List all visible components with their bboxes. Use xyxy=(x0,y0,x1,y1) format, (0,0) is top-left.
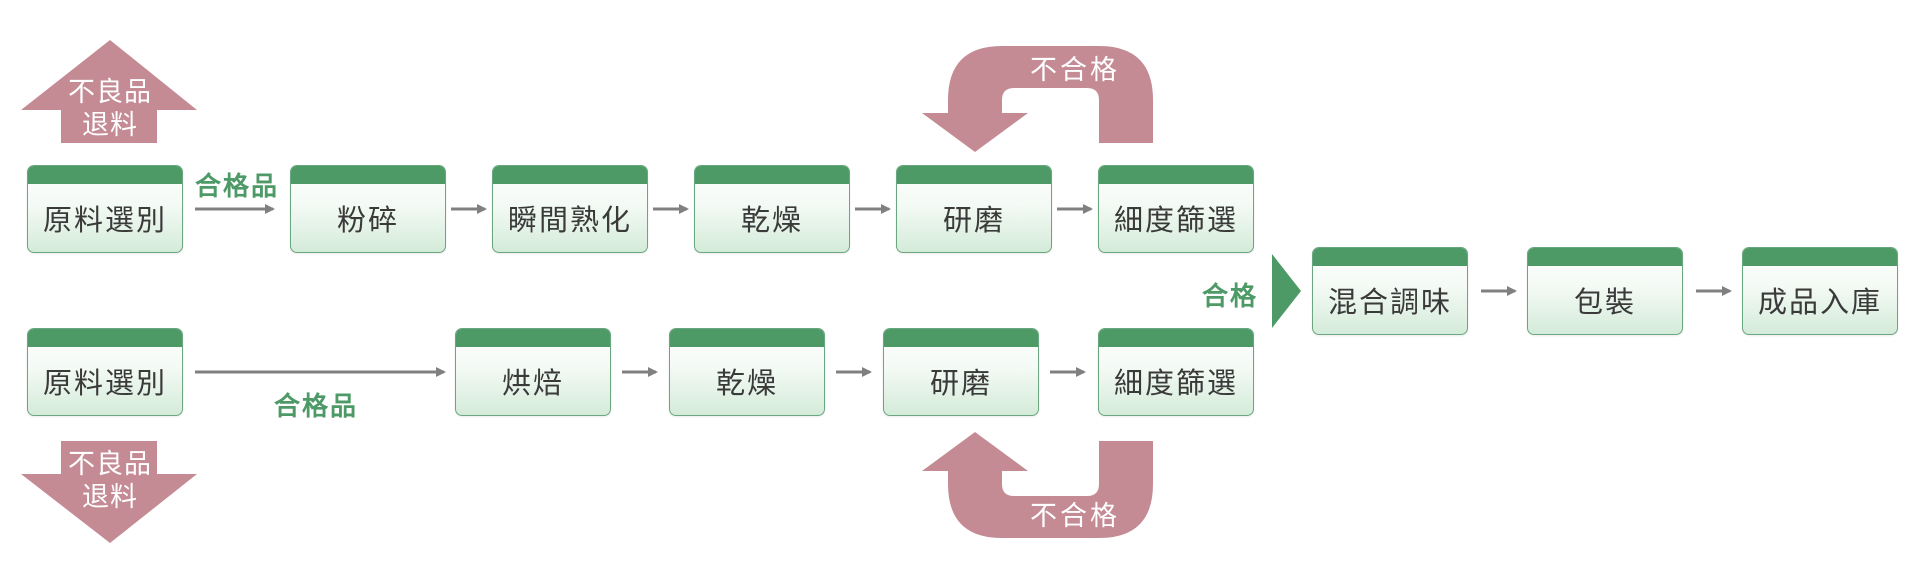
row1-step-5: 研磨 xyxy=(896,165,1052,253)
merge-step-1-label: 混合調味 xyxy=(1327,285,1452,319)
row1-step-6-label: 細度篩選 xyxy=(1113,203,1238,237)
row1-reject-line2: 退料 xyxy=(82,110,138,141)
row1-step-4: 乾燥 xyxy=(694,165,850,253)
reject-arrow-up xyxy=(21,40,197,143)
row1-step-3: 瞬間熟化 xyxy=(492,165,648,253)
merge-step-3-label: 成品入庫 xyxy=(1757,285,1882,319)
merge-pass-label: 合格 xyxy=(1202,282,1259,312)
row2-fail-label: 不合格 xyxy=(1030,501,1120,532)
merge-step-2-label: 包裝 xyxy=(1573,285,1636,319)
merge-step-1: 混合調味 xyxy=(1312,247,1468,335)
row1-step-1: 原料選別 xyxy=(27,165,183,253)
row1-reject-label: 不良品 退料 xyxy=(45,76,175,142)
row1-step-2-label: 粉碎 xyxy=(336,203,399,237)
row2-step-4: 研磨 xyxy=(883,328,1039,416)
row1-step-4-label: 乾燥 xyxy=(740,203,803,237)
row2-step-2: 烘焙 xyxy=(455,328,611,416)
row2-step-2-label: 烘焙 xyxy=(501,366,564,400)
row1-step-3-label: 瞬間熟化 xyxy=(507,203,632,237)
reject-arrow-down xyxy=(21,441,197,543)
merge-arrow xyxy=(1272,254,1301,328)
row2-step-1-label: 原料選別 xyxy=(42,366,167,400)
row2-step-3: 乾燥 xyxy=(669,328,825,416)
row2-reject-line1: 不良品 xyxy=(68,449,152,480)
merge-step-3: 成品入庫 xyxy=(1742,247,1898,335)
row1-step-2: 粉碎 xyxy=(290,165,446,253)
row2-reject-label: 不良品 退料 xyxy=(45,448,175,514)
fail-loop-bottom xyxy=(922,432,1153,538)
fail-loop-top xyxy=(922,46,1153,152)
row2-step-1: 原料選別 xyxy=(27,328,183,416)
merge-step-2: 包裝 xyxy=(1527,247,1683,335)
row1-step-1-label: 原料選別 xyxy=(42,203,167,237)
row2-step-5-label: 細度篩選 xyxy=(1113,366,1238,400)
row1-step-6: 細度篩選 xyxy=(1098,165,1254,253)
row2-reject-line2: 退料 xyxy=(82,482,138,513)
row2-step-3-label: 乾燥 xyxy=(715,366,778,400)
row2-pass-label: 合格品 xyxy=(274,392,359,422)
row2-step-4-label: 研磨 xyxy=(929,366,992,400)
row2-step-5: 細度篩選 xyxy=(1098,328,1254,416)
row1-reject-line1: 不良品 xyxy=(68,77,152,108)
row1-step-5-label: 研磨 xyxy=(942,203,1005,237)
row1-pass-label: 合格品 xyxy=(195,172,280,202)
row1-fail-label: 不合格 xyxy=(1030,55,1120,86)
